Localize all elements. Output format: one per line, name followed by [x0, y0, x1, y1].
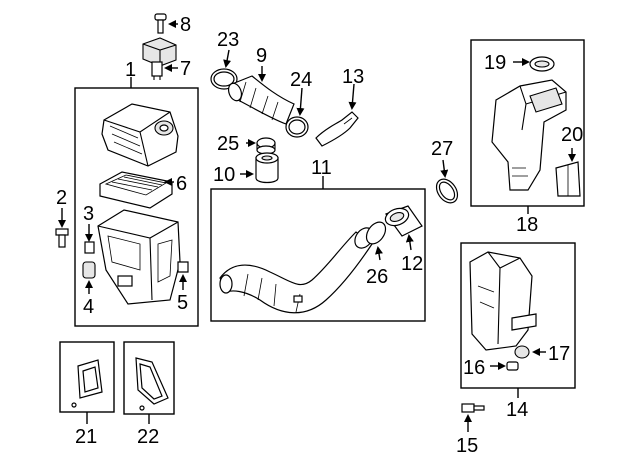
callout-6: 6: [176, 173, 187, 195]
callout-27: 27: [431, 138, 453, 160]
callout-25: 25: [217, 133, 239, 155]
clamp-icon: [435, 178, 459, 204]
callout-1: 1: [125, 59, 136, 81]
callout-17: 17: [548, 343, 570, 365]
leader-12: [405, 234, 414, 251]
air-cleaner-assembly-box: [74, 87, 199, 327]
leader-26: [375, 246, 383, 261]
leader-27: [440, 159, 449, 178]
leader-23: [223, 49, 232, 68]
seal-icon: [529, 56, 555, 72]
callout-7: 7: [180, 58, 191, 80]
bolt-icon: [461, 403, 485, 413]
callout-19: 19: [484, 52, 506, 74]
duct-seal-icon: [71, 359, 103, 408]
callout-24: 24: [290, 69, 312, 91]
screw-icon: [154, 13, 167, 34]
reservoir-icon: [469, 251, 537, 351]
air-filter-element-icon: [99, 171, 173, 209]
clip-icon: [177, 261, 189, 273]
air-cleaner-lower-housing-icon: [97, 209, 181, 305]
callout-3: 3: [83, 203, 94, 225]
resonator-icon: [491, 79, 567, 191]
outlet-duct-box: [210, 188, 426, 322]
leader-13: [348, 83, 357, 110]
callout-23: 23: [217, 29, 239, 51]
callout-18: 18: [516, 214, 538, 236]
seal-ring-icon: [256, 137, 276, 155]
grommet-icon: [84, 241, 95, 254]
plug-icon: [506, 361, 519, 371]
callout-16: 16: [463, 357, 485, 379]
callout-20: 20: [561, 124, 583, 146]
bolt-icon: [55, 228, 69, 248]
callout-8: 8: [180, 14, 191, 36]
callout-14: 14: [506, 399, 528, 421]
air-cleaner-cover-icon: [101, 103, 179, 167]
callout-10: 10: [213, 164, 235, 186]
callout-21: 21: [75, 426, 97, 448]
connector-icon: [514, 345, 530, 359]
clamp-icon: [285, 116, 309, 138]
duct-seal-icon: [135, 357, 169, 411]
clamp-icon: [365, 221, 387, 245]
bushing-icon: [255, 152, 279, 184]
mass-air-flow-sensor-icon: [142, 37, 177, 80]
coupler-icon: [384, 205, 423, 237]
insulator-icon: [82, 261, 96, 279]
callout-4: 4: [83, 296, 94, 318]
callout-15: 15: [456, 435, 478, 457]
callout-13: 13: [342, 66, 364, 88]
callout-9: 9: [256, 45, 267, 67]
bracket-icon: [555, 161, 581, 197]
callout-5: 5: [177, 292, 188, 314]
outlet-duct-icon: [219, 227, 374, 314]
inlet-tube-icon: [227, 75, 295, 125]
callout-2: 2: [56, 187, 67, 209]
callout-22: 22: [137, 426, 159, 448]
callout-11: 11: [311, 157, 332, 179]
hose-icon: [315, 111, 359, 147]
callout-26: 26: [366, 266, 388, 288]
callout-12: 12: [401, 253, 423, 275]
leader-24: [296, 87, 305, 116]
